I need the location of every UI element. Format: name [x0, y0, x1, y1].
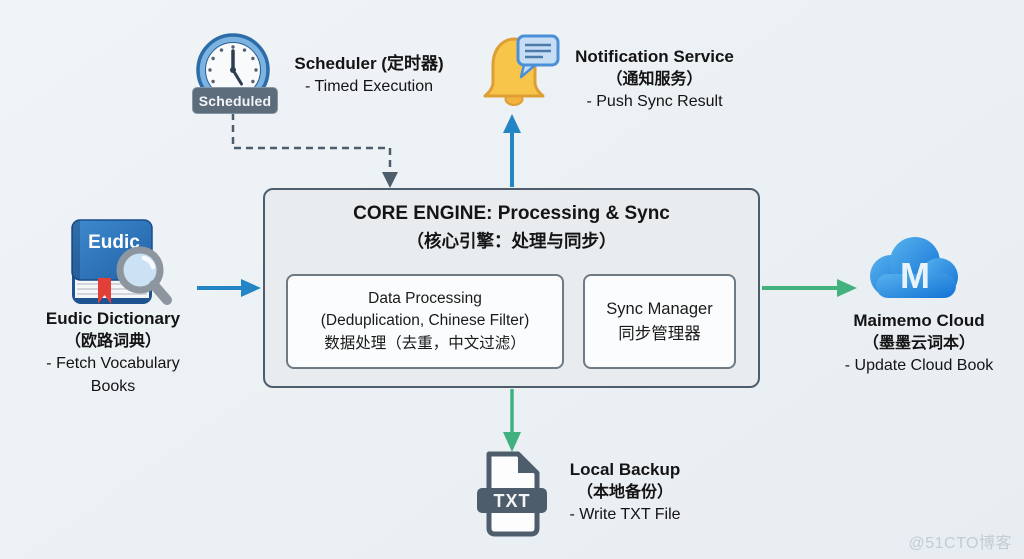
eudic-label: Eudic Dictionary （欧路词典） - Fetch Vocabula…	[28, 307, 198, 398]
local-backup-title: Local Backup	[569, 460, 681, 479]
scheduler-label: Scheduler (定时器) - Timed Execution	[278, 52, 460, 98]
notification-subtitle: （通知服务）	[606, 70, 703, 88]
sync-manager-box: Sync Manager 同步管理器	[583, 274, 736, 369]
data-processing-line3: 数据处理（去重，中文过滤）	[324, 334, 526, 352]
scheduler-to-core-arrowhead	[382, 172, 398, 188]
eudic-to-core-arrowhead	[241, 279, 261, 297]
core-engine-title: CORE ENGINE: Processing & Sync	[353, 203, 670, 224]
eudic-desc-line2: Books	[90, 377, 136, 395]
eudic-book-icon: Eudic	[71, 219, 172, 305]
scheduler-title: Scheduler (定时器)	[294, 54, 444, 73]
maimemo-desc: - Update Cloud Book	[844, 357, 994, 375]
eudic-desc-line1: - Fetch Vocabulary	[46, 355, 180, 373]
bookmark-ribbon	[98, 278, 111, 304]
local-backup-subtitle: （本地备份）	[576, 483, 673, 501]
maimemo-subtitle: （墨墨云词本）	[862, 334, 975, 352]
local-backup-label: Local Backup （本地备份） - Write TXT File	[554, 458, 696, 527]
sync-manager-line2: 同步管理器	[618, 324, 701, 343]
notification-desc: - Push Sync Result	[586, 93, 723, 111]
scheduler-desc: - Timed Execution	[304, 77, 434, 95]
notification-title: Notification Service	[575, 47, 734, 66]
eudic-subtitle: （欧路词典）	[64, 332, 161, 350]
txt-icon-label: TXT	[494, 491, 531, 511]
maimemo-cloud-icon: M	[870, 237, 958, 298]
eudic-title: Eudic Dictionary	[45, 309, 181, 328]
sync-manager-line1: Sync Manager	[606, 299, 713, 318]
eudic-icon-label: Eudic	[88, 232, 140, 253]
watermark: @51CTO博客	[908, 535, 1012, 552]
maimemo-title: Maimemo Cloud	[853, 311, 985, 330]
core-to-maimemo-arrowhead	[837, 279, 857, 297]
maimemo-icon-letter: M	[900, 255, 930, 296]
data-processing-line2: (Deduplication, Chinese Filter)	[320, 312, 530, 330]
magnifier-icon	[116, 246, 172, 305]
bell-icon	[483, 34, 560, 106]
maimemo-label: Maimemo Cloud （墨墨云词本） - Update Cloud Boo…	[826, 309, 1012, 378]
local-backup-desc: - Write TXT File	[569, 506, 681, 524]
data-processing-line1: Data Processing	[368, 289, 482, 307]
scheduler-to-core-dashed-line	[231, 113, 392, 175]
txt-file-icon: TXT	[477, 451, 547, 537]
core-to-backup-arrowhead	[503, 432, 521, 452]
core-engine-box: CORE ENGINE: Processing & Sync （核心引擎：处理与…	[263, 188, 760, 388]
core-engine-subtitle: （核心引擎：处理与同步）	[406, 231, 617, 251]
data-processing-box: Data Processing (Deduplication, Chinese …	[286, 274, 564, 369]
notification-label: Notification Service （通知服务） - Push Sync …	[562, 45, 747, 114]
scheduled-badge: Scheduled	[192, 87, 278, 114]
core-to-notification-arrowhead	[503, 114, 521, 133]
